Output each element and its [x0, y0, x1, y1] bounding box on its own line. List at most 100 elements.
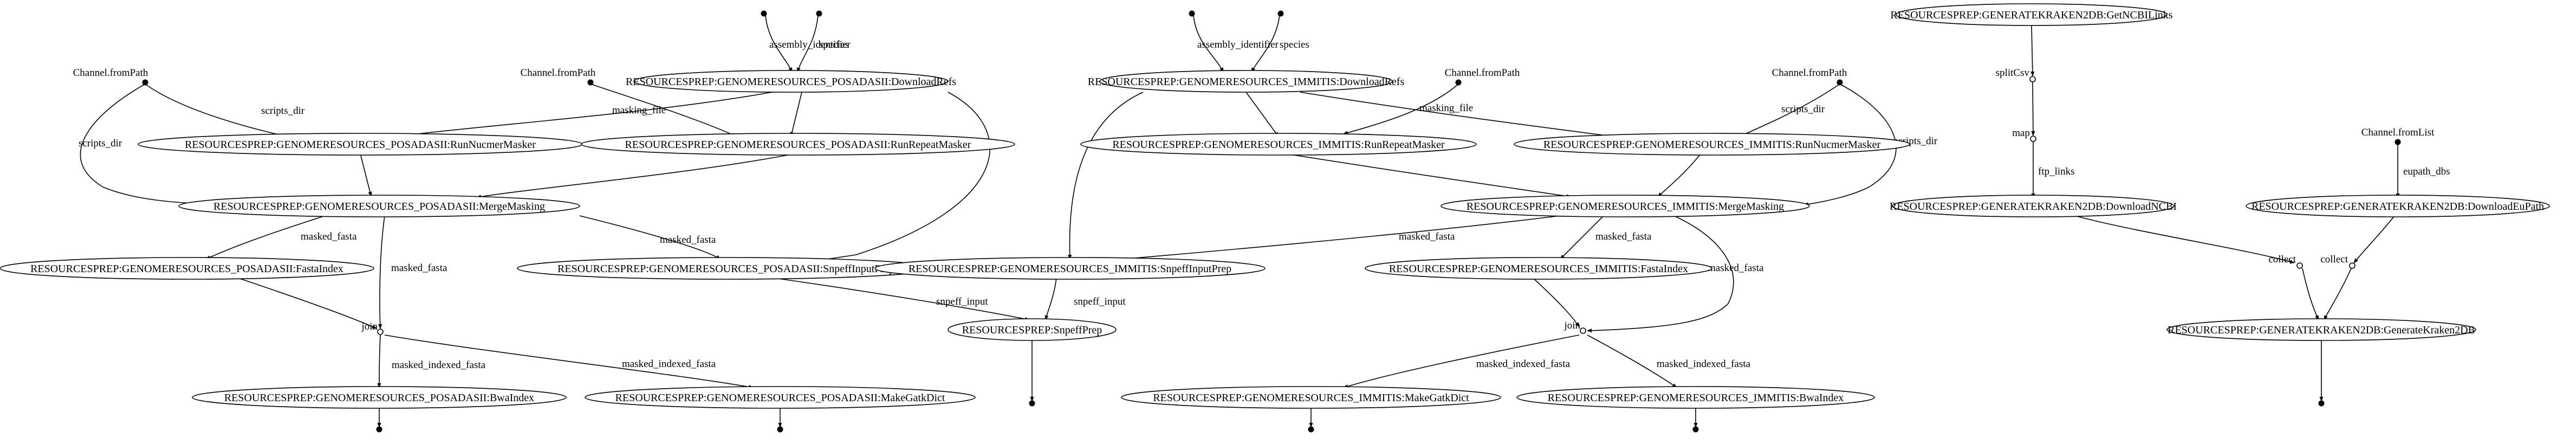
process-label: RESOURCESPREP:GENOMERESOURCES_POSADASII:… [557, 263, 894, 275]
edge [1068, 92, 1144, 260]
process-node[interactable]: RESOURCESPREP:GENERATEKRAKEN2DB:Download… [1890, 195, 2177, 217]
process-node[interactable]: RESOURCESPREP:GENOMERESOURCES_POSADASII:… [192, 386, 567, 409]
source-label: Channel.fromList [2361, 127, 2435, 138]
source-label: Channel.fromPath [1772, 67, 1847, 79]
sink-point [1692, 426, 1699, 433]
source-point [1277, 10, 1284, 17]
edge [1657, 153, 1702, 197]
edge [579, 215, 721, 260]
process-node[interactable]: RESOURCESPREP:GENERATEKRAKEN2DB:Download… [2246, 195, 2550, 217]
edge [384, 334, 754, 389]
process-label: RESOURCESPREP:GENOMERESOURCES_POSADASII:… [30, 263, 343, 275]
edge-label: snpeff_input [936, 296, 988, 307]
edge [1738, 83, 1840, 137]
edge [1587, 334, 1677, 388]
source-point [142, 79, 148, 86]
edge [774, 278, 1030, 321]
process-node[interactable]: RESOURCESPREP:GENOMERESOURCES_IMMITIS:Sn… [874, 257, 1266, 280]
process-label: RESOURCESPREP:GENOMERESOURCES_POSADASII:… [185, 139, 536, 151]
source-point [761, 10, 767, 17]
edge [1803, 83, 1897, 207]
edge-label: masked_fasta [660, 234, 716, 246]
process-label: RESOURCESPREP:GENOMERESOURCES_IMMITIS:Ru… [1112, 139, 1445, 151]
process-node[interactable]: RESOURCESPREP:GENOMERESOURCES_IMMITIS:Ma… [1121, 386, 1501, 409]
process-node[interactable]: RESOURCESPREP:GENOMERESOURCES_POSADASII:… [178, 195, 580, 217]
operator-point [1580, 327, 1586, 334]
process-label: RESOURCESPREP:GENERATEKRAKEN2DB:Generate… [2168, 324, 2475, 336]
process-node[interactable]: RESOURCESPREP:GENERATEKRAKEN2DB:Generate… [2166, 318, 2476, 341]
edge [2353, 215, 2395, 263]
process-node[interactable]: RESOURCESPREP:GENOMERESOURCES_IMMITIS:Do… [1088, 70, 1405, 93]
process-node[interactable]: RESOURCESPREP:GENOMERESOURCES_POSADASII:… [517, 257, 935, 280]
edge [1300, 92, 1615, 138]
source-label: Channel.fromPath [521, 67, 596, 79]
process-node[interactable]: RESOURCESPREP:GENERATEKRAKEN2DB:GetNCBIL… [1890, 3, 2173, 26]
process-label: RESOURCESPREP:GENERATEKRAKEN2DB:Download… [1890, 201, 2177, 213]
edge [1245, 92, 1279, 137]
process-node[interactable]: RESOURCESPREP:GENOMERESOURCES_POSADASII:… [0, 257, 374, 280]
operator-point [377, 329, 384, 335]
edge [2324, 268, 2352, 320]
edge [801, 92, 990, 265]
edge-label: masked_fasta [1399, 231, 1455, 242]
source-label: Channel.fromPath [1445, 67, 1520, 79]
source-point [587, 79, 594, 86]
edge-label: scripts_dir [1781, 104, 1825, 115]
edge [2302, 268, 2319, 320]
process-label: RESOURCESPREP:GENOMERESOURCES_POSADASII:… [615, 392, 945, 404]
edge [2030, 24, 2035, 76]
edge [377, 334, 381, 388]
edge [1533, 278, 1580, 327]
process-node[interactable]: RESOURCESPREP:GENOMERESOURCES_IMMITIS:Fa… [1365, 257, 1712, 280]
process-node[interactable]: RESOURCESPREP:SnpeffPrep [948, 318, 1117, 341]
edge [1587, 215, 1734, 333]
sink-point [1029, 400, 1035, 407]
source-point [1455, 79, 1462, 86]
edge-label: masked_fasta [1595, 231, 1652, 242]
process-node[interactable]: RESOURCESPREP:GENOMERESOURCES_POSADASII:… [626, 70, 956, 93]
process-node[interactable]: RESOURCESPREP:GENOMERESOURCES_POSADASII:… [138, 133, 583, 156]
process-label: RESOURCESPREP:GENOMERESOURCES_IMMITIS:Ru… [1543, 139, 1881, 151]
edge [796, 15, 819, 73]
edge [1343, 83, 1459, 135]
process-label: RESOURCESPREP:GENOMERESOURCES_IMMITIS:Ma… [1153, 392, 1469, 404]
process-label: RESOURCESPREP:GENERATEKRAKEN2DB:Download… [2251, 201, 2544, 213]
operator-point [2349, 262, 2356, 269]
process-label: RESOURCESPREP:SnpeffPrep [962, 324, 1102, 336]
process-node[interactable]: RESOURCESPREP:GENOMERESOURCES_IMMITIS:Ru… [1080, 133, 1477, 156]
process-label: RESOURCESPREP:GENOMERESOURCES_POSADASII:… [626, 76, 956, 88]
edge [476, 153, 797, 199]
edge [1044, 278, 1057, 320]
edge [238, 278, 377, 329]
edge [1343, 334, 1580, 389]
process-label: RESOURCESPREP:GENOMERESOURCES_IMMITIS:Fa… [1389, 263, 1688, 275]
process-node[interactable]: RESOURCESPREP:GENOMERESOURCES_POSADASII:… [585, 386, 976, 409]
process-node[interactable]: RESOURCESPREP:GENOMERESOURCES_IMMITIS:Me… [1441, 195, 1810, 217]
sink-point [2318, 400, 2325, 407]
source-point [1189, 10, 1195, 17]
edge-label: masking_file [612, 105, 666, 116]
operator-label: join [361, 321, 378, 332]
edge-label: masking_file [1419, 102, 1473, 114]
process-label: RESOURCESPREP:GENOMERESOURCES_POSADASII:… [224, 392, 534, 404]
edge [765, 15, 793, 73]
process-label: RESOURCESPREP:GENOMERESOURCES_POSADASII:… [625, 139, 971, 151]
edge [1283, 153, 1572, 198]
operator-label: collect [2268, 254, 2296, 265]
edge-label: masked_fasta [391, 262, 447, 274]
edge [790, 92, 802, 137]
process-node[interactable]: RESOURCESPREP:GENOMERESOURCES_IMMITIS:Bw… [1516, 386, 1875, 409]
edge [1110, 215, 1561, 262]
edge-label: scripts_dir [261, 105, 305, 117]
edge [395, 92, 773, 138]
edge-label: eupath_dbs [2403, 166, 2450, 177]
operator-label: collect [2320, 254, 2348, 265]
process-label: RESOURCESPREP:GENOMERESOURCES_IMMITIS:Bw… [1548, 392, 1844, 404]
process-node[interactable]: RESOURCESPREP:GENOMERESOURCES_IMMITIS:Ru… [1514, 133, 1910, 156]
source-point [2395, 139, 2401, 145]
process-node[interactable]: RESOURCESPREP:GENOMERESOURCES_POSADASII:… [581, 133, 1015, 156]
edge [205, 215, 326, 260]
operator-point [2029, 76, 2036, 82]
edge [378, 215, 385, 329]
